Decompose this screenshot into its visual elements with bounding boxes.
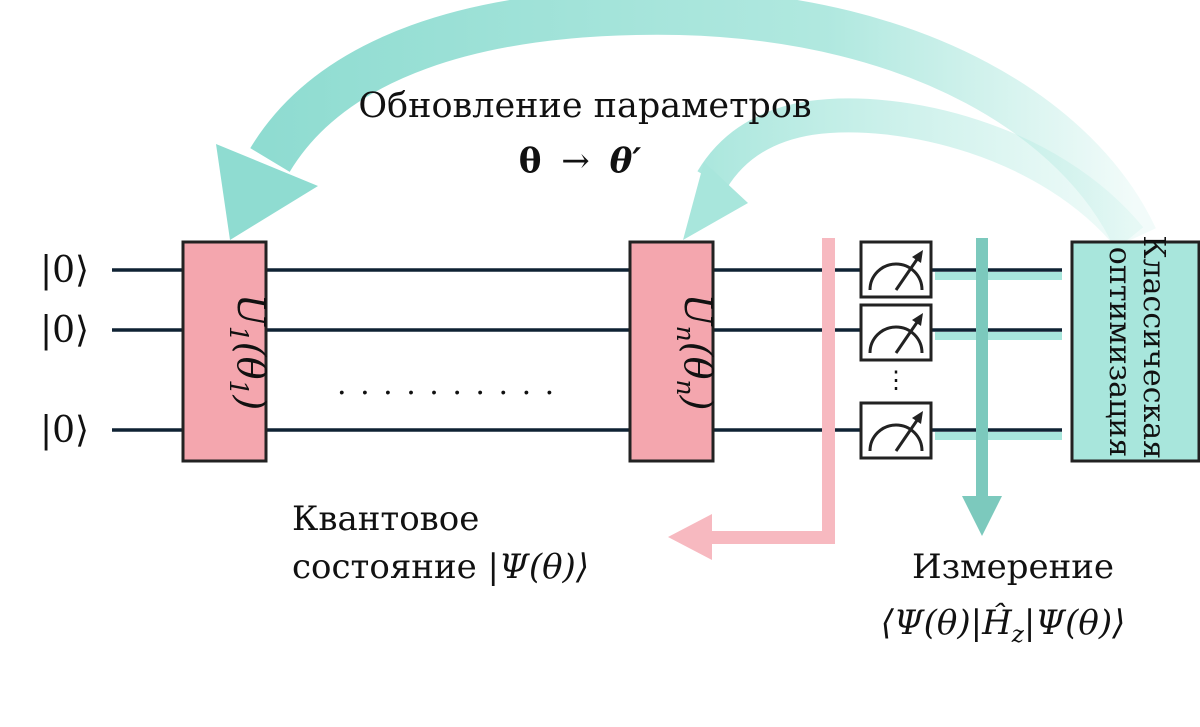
- state-caption-line1: Квантовое: [292, 499, 479, 539]
- meter-dots: ⋮: [884, 366, 908, 394]
- classical-wires: [935, 272, 1062, 440]
- formula-theta: θ: [519, 141, 542, 181]
- state-output-arrow: [668, 238, 835, 560]
- feedback-formula: θ → θ′: [519, 141, 642, 181]
- gate-u1: U1(θ1): [181, 240, 273, 463]
- feedback-arrow-to-first-gate: [216, 0, 1156, 249]
- state-caption-line2: состояние |Ψ(θ)⟩: [292, 547, 589, 587]
- meter-2: [859, 303, 933, 362]
- meter-3: [859, 401, 933, 460]
- measurement-arrow: [962, 238, 1002, 536]
- optimizer-label: Классическая оптимизация: [1102, 235, 1171, 468]
- meter-1: [859, 240, 933, 299]
- qubit-ket-2: |0⟩: [40, 310, 89, 351]
- gate-u1-label: U1(θ1): [224, 294, 273, 410]
- formula-theta-prime: θ′: [610, 141, 642, 181]
- measurement-caption-line1: Измерение: [912, 547, 1114, 587]
- gate-un-label: Un(θn): [671, 294, 720, 411]
- classical-wire-1: [935, 272, 1062, 280]
- qubit-ket-3: |0⟩: [40, 410, 89, 451]
- classical-wire-2: [935, 332, 1062, 340]
- classical-wire-3: [935, 432, 1062, 440]
- feedback-title: Обновление параметров: [358, 86, 811, 126]
- feedback-arrow-to-last-gate: [683, 98, 1144, 249]
- ellipsis: . . . . . . . . . .: [337, 367, 556, 402]
- measurement-caption-line2: ⟨Ψ(θ)|Ĥz|Ψ(θ)⟩: [881, 602, 1126, 648]
- gate-un: Un(θn): [628, 240, 720, 463]
- classical-optimizer-box: Классическая оптимизация: [1070, 235, 1200, 468]
- qubit-ket-1: |0⟩: [40, 250, 89, 291]
- formula-arrow: →: [561, 141, 590, 181]
